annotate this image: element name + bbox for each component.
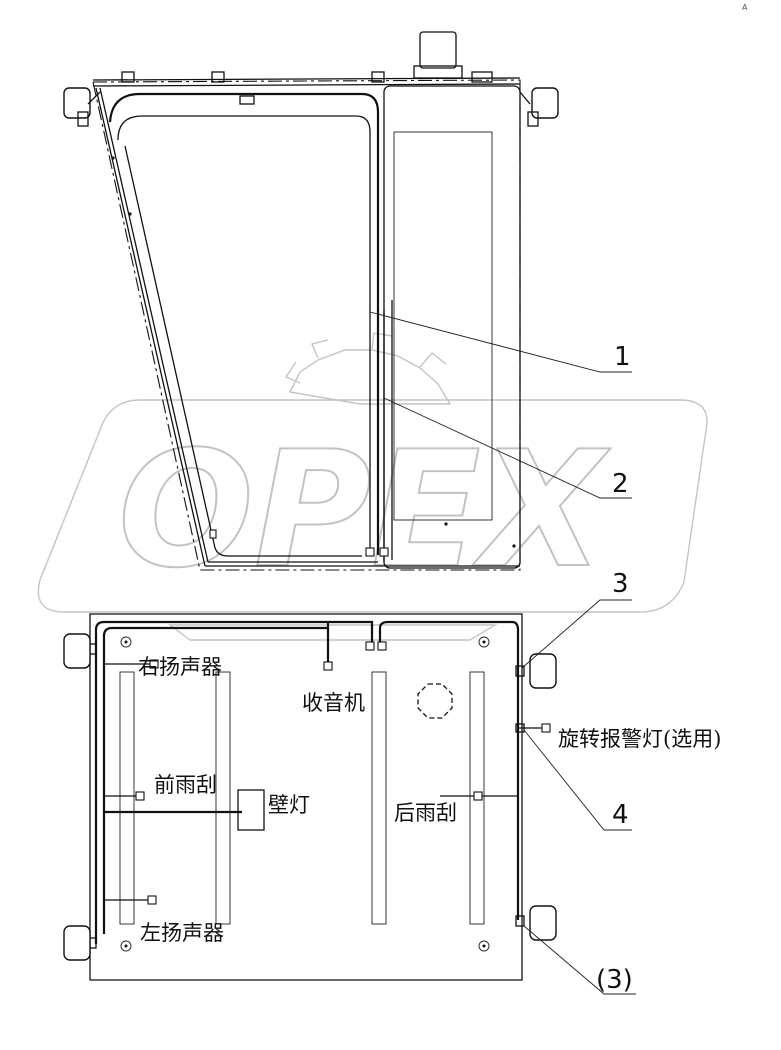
callout-1: 1	[614, 342, 631, 372]
label-wall-lamp: 壁灯	[268, 793, 310, 817]
callout-leaders-lower	[521, 599, 636, 995]
label-right-speaker: 右扬声器	[138, 655, 222, 679]
callout-leaders-upper	[369, 311, 632, 499]
callout-3: 3	[612, 569, 629, 599]
corner-mark: A	[742, 3, 748, 12]
cab-side-view	[63, 31, 559, 571]
label-left-speaker: 左扬声器	[140, 921, 224, 945]
label-radio: 收音机	[302, 691, 365, 715]
callout-2: 2	[612, 469, 629, 499]
label-rear-wiper: 后雨刮	[394, 801, 457, 825]
callout-4: 4	[612, 800, 629, 830]
callout-3-bracketed: (3)	[596, 965, 633, 995]
label-front-wiper: 前雨刮	[154, 773, 217, 797]
label-rotating-beacon: 旋转报警灯(选用)	[558, 727, 721, 751]
watermark-text: OPEX	[118, 416, 611, 603]
roof-plan-view	[63, 613, 557, 981]
opex-watermark: OPEX	[37, 332, 708, 641]
